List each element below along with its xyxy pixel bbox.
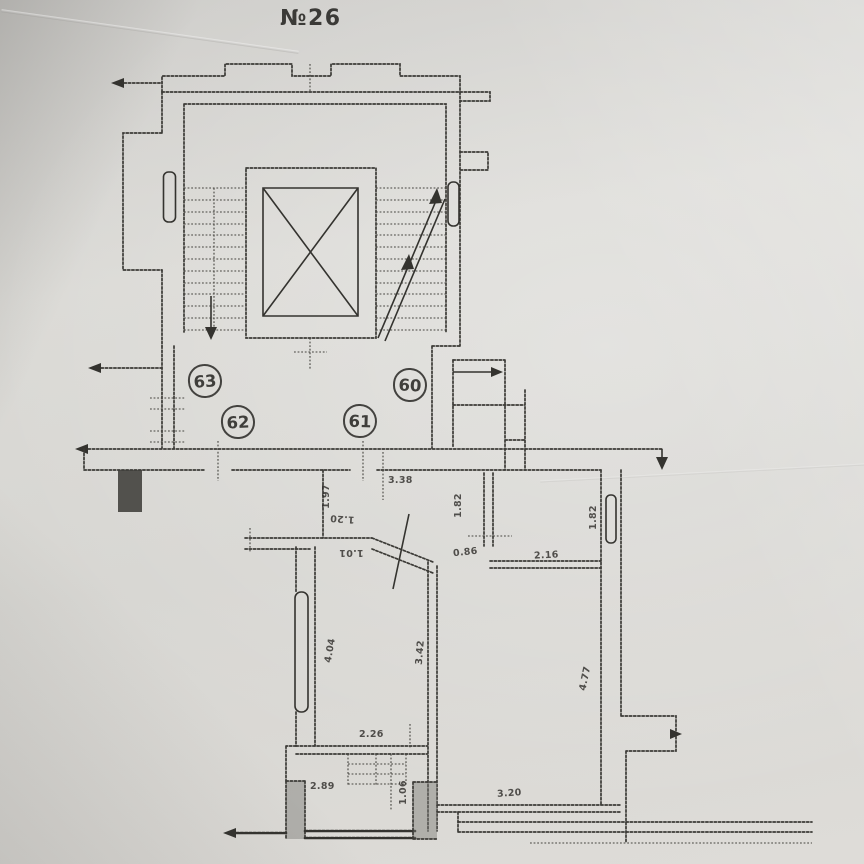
wall-pier [286, 781, 305, 839]
dim-room-right-width: 3.20 [496, 787, 522, 800]
apartment-walls [75, 441, 682, 844]
entry-arrows [88, 78, 163, 373]
window-room-right [605, 494, 617, 544]
dim-room-mid-depth: 3.42 [413, 639, 427, 666]
diagonal-slash [392, 513, 410, 590]
window-room-left [294, 591, 309, 713]
dim-bath-width: 2.26 [359, 729, 384, 740]
dim-passage-upper: 1.20 [329, 512, 355, 525]
elevator-shaft [245, 167, 377, 370]
arrow-right [670, 729, 682, 739]
dim-room-small-width: 2.16 [533, 549, 559, 562]
hall-walls [150, 359, 526, 471]
stairs-left [184, 187, 245, 340]
stair-arrow-up [429, 188, 442, 204]
dim-passage-lower: 1.01 [339, 547, 364, 558]
window-stair-left [162, 171, 177, 223]
bottom-arrow [223, 828, 288, 838]
arrow-right [491, 367, 503, 377]
stair-arrow-down [205, 327, 217, 340]
stair-core-walls [122, 63, 491, 449]
dim-bath-sub-width: 2.89 [310, 781, 335, 792]
arrow-down [656, 457, 668, 470]
arrow-left [75, 444, 88, 454]
plan-number: №26 [280, 6, 342, 31]
dim-corridor-side: 1.97 [320, 484, 332, 509]
stair-arrow-up [401, 254, 414, 270]
dim-room-small-window: 1.82 [587, 505, 599, 530]
window-stair-right [447, 181, 460, 227]
dim-bath-sub-depth: 1.06 [397, 780, 409, 805]
dim-entry-side: 1.82 [452, 493, 464, 518]
stairs-right [376, 187, 446, 342]
wall-pier [413, 782, 437, 839]
wall-pier [118, 470, 142, 512]
dim-corridor-width: 3.38 [388, 475, 413, 486]
balcony-railing [457, 811, 813, 844]
